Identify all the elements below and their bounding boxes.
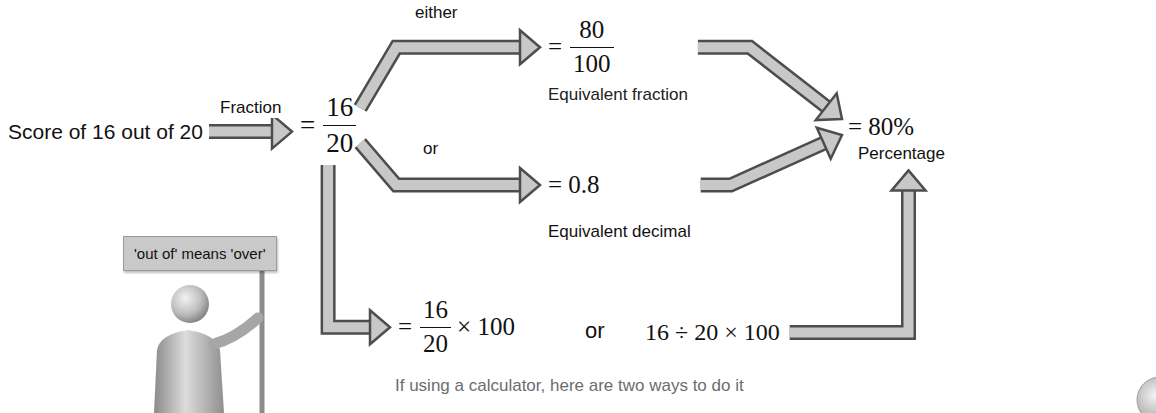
arrow-head bbox=[892, 170, 926, 190]
block-arrow bbox=[698, 47, 842, 120]
equals-sign: = bbox=[398, 313, 412, 341]
numerator: 80 bbox=[576, 16, 607, 47]
arrow-head bbox=[520, 30, 540, 64]
arrow-fill bbox=[360, 47, 522, 108]
fraction-node: = 1620 bbox=[300, 92, 356, 159]
fraction-row: = 1620× 100 bbox=[398, 296, 515, 359]
multiplier: × 100 bbox=[457, 313, 515, 341]
figure-arm bbox=[214, 318, 258, 344]
block-arrow bbox=[790, 170, 926, 332]
calculator-fraction-node: = 1620× 100 bbox=[398, 296, 515, 359]
calculator-division-node: 16 ÷ 20 × 100 bbox=[645, 318, 780, 347]
arrow-head bbox=[817, 128, 842, 159]
numerator: 16 bbox=[323, 92, 356, 125]
value-text: 16 ÷ 20 × 100 bbox=[645, 318, 780, 347]
arrow-head bbox=[816, 93, 842, 120]
equivalent-fraction-node: = 80100Equivalent fraction bbox=[548, 16, 688, 105]
sign-pole bbox=[260, 268, 265, 413]
decimal-node: = 0.8Equivalent decimal bbox=[548, 170, 691, 242]
caption: Equivalent decimal bbox=[548, 222, 691, 242]
equals-sign: = bbox=[548, 33, 562, 61]
arrow-outline bbox=[701, 142, 826, 185]
edge-label: Fraction bbox=[217, 98, 284, 118]
block-arrow bbox=[360, 143, 540, 202]
block-arrow bbox=[328, 165, 390, 344]
arrow-head bbox=[370, 310, 390, 344]
arrow-fill bbox=[209, 127, 274, 137]
arrow-outline bbox=[328, 165, 372, 327]
arrow-fill bbox=[698, 47, 828, 108]
or-text: or bbox=[585, 318, 605, 344]
caption: Percentage bbox=[858, 144, 945, 164]
block-arrow bbox=[701, 128, 842, 185]
value-text: = 0.8 bbox=[548, 170, 691, 200]
fraction: 1620 bbox=[420, 296, 451, 359]
fraction-row: = 80100 bbox=[548, 16, 688, 79]
denominator: 20 bbox=[323, 125, 356, 159]
denominator: 100 bbox=[570, 47, 614, 79]
arrow-outline bbox=[698, 47, 828, 108]
arrow-head bbox=[520, 168, 540, 202]
fraction-row: = 1620 bbox=[300, 92, 356, 159]
fraction: 80100 bbox=[570, 16, 614, 79]
arrow-fill bbox=[790, 188, 909, 332]
sign-text: 'out of' means 'over' bbox=[134, 245, 266, 262]
value-text: Score of 16 out of 20 bbox=[8, 119, 203, 144]
corner-circle bbox=[1137, 377, 1156, 413]
caption: Equivalent fraction bbox=[548, 85, 688, 105]
arrow-head bbox=[272, 115, 292, 149]
block-arrow bbox=[209, 115, 292, 149]
edge-label: either bbox=[412, 3, 461, 23]
numerator: 16 bbox=[420, 296, 451, 327]
arrow-fill bbox=[701, 142, 826, 185]
figure-head bbox=[171, 285, 209, 323]
score-node: Score of 16 out of 20 bbox=[8, 119, 203, 144]
value-text: = 80% bbox=[848, 112, 945, 142]
equals-sign: = bbox=[300, 110, 315, 141]
edge-label: or bbox=[420, 139, 441, 159]
arrow-fill bbox=[328, 165, 372, 327]
sign-board: 'out of' means 'over' bbox=[123, 236, 277, 271]
percentage-node: = 80%Percentage bbox=[848, 112, 945, 164]
fraction: 1620 bbox=[323, 92, 356, 159]
calculator-note: If using a calculator, here are two ways… bbox=[395, 376, 744, 396]
arrow-outline bbox=[790, 188, 909, 332]
block-arrow bbox=[360, 30, 540, 108]
denominator: 20 bbox=[420, 327, 451, 359]
arrow-outline bbox=[209, 124, 274, 139]
arrow-outline bbox=[360, 47, 522, 108]
